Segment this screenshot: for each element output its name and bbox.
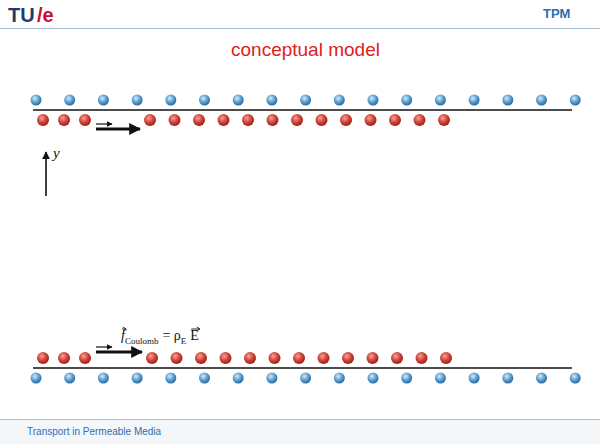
cation xyxy=(58,352,70,364)
anion xyxy=(570,373,581,384)
cation xyxy=(389,114,401,126)
anion xyxy=(401,95,412,106)
cation xyxy=(391,352,403,364)
anion xyxy=(502,373,513,384)
anion xyxy=(368,373,379,384)
top-wall xyxy=(33,109,572,111)
anion xyxy=(199,373,210,384)
cation xyxy=(416,352,428,364)
anion xyxy=(266,95,277,106)
anion xyxy=(98,373,109,384)
anion xyxy=(469,373,480,384)
cation xyxy=(37,352,49,364)
anion xyxy=(31,95,42,106)
anion xyxy=(165,95,176,106)
footer-rule xyxy=(0,419,600,420)
logo-tu: TU xyxy=(8,4,35,26)
header-rule xyxy=(0,28,600,29)
cation xyxy=(267,114,279,126)
cation xyxy=(242,114,254,126)
equals-rho: = ρ xyxy=(162,328,180,343)
anion xyxy=(536,95,547,106)
anion xyxy=(334,95,345,106)
anion xyxy=(266,373,277,384)
anion xyxy=(334,373,345,384)
cation xyxy=(218,114,230,126)
flow-arrows xyxy=(96,124,142,352)
anion xyxy=(64,373,75,384)
force-symbol: f xyxy=(121,328,125,343)
anion xyxy=(233,373,244,384)
header-tag: TPM xyxy=(543,7,570,21)
charge-subscript: E xyxy=(181,336,187,346)
anion xyxy=(435,373,446,384)
anion xyxy=(469,95,480,106)
cation xyxy=(171,352,183,364)
cation xyxy=(244,352,256,364)
ion-rows xyxy=(31,95,581,384)
cation xyxy=(220,352,232,364)
logo-e: /e xyxy=(37,4,54,26)
anion xyxy=(502,95,513,106)
anion xyxy=(98,95,109,106)
cation xyxy=(340,114,352,126)
vector-arrows xyxy=(122,327,200,331)
cation xyxy=(293,352,305,364)
anion xyxy=(165,373,176,384)
anion xyxy=(31,373,42,384)
cation xyxy=(365,114,377,126)
cation xyxy=(291,114,303,126)
cation xyxy=(169,114,181,126)
cation xyxy=(79,352,91,364)
footer-text: Transport in Permeable Media xyxy=(27,426,161,437)
slide-title: conceptual model xyxy=(231,40,380,61)
cation xyxy=(195,352,207,364)
force-subscript: Coulomb xyxy=(125,336,159,346)
bottom-wall xyxy=(33,367,572,369)
cation xyxy=(367,352,379,364)
anion xyxy=(435,95,446,106)
field-symbol: E xyxy=(190,328,199,343)
anion xyxy=(132,373,143,384)
anion xyxy=(536,373,547,384)
cation xyxy=(269,352,281,364)
anion xyxy=(132,95,143,106)
axis-label: y xyxy=(53,145,60,162)
formula: fCoulomb= ρEE xyxy=(121,326,199,346)
anion xyxy=(199,95,210,106)
cation xyxy=(414,114,426,126)
anion xyxy=(300,95,311,106)
cation xyxy=(440,352,452,364)
footer-band xyxy=(0,420,600,444)
anion xyxy=(233,95,244,106)
anion xyxy=(570,95,581,106)
anion xyxy=(300,373,311,384)
y-axis-arrow xyxy=(45,152,47,196)
cation xyxy=(193,114,205,126)
anion xyxy=(64,95,75,106)
cation xyxy=(58,114,70,126)
cation xyxy=(316,114,328,126)
cation xyxy=(144,114,156,126)
cation xyxy=(342,352,354,364)
cation xyxy=(79,114,91,126)
cation xyxy=(37,114,49,126)
anion xyxy=(368,95,379,106)
anion xyxy=(401,373,412,384)
cation xyxy=(438,114,450,126)
cation xyxy=(146,352,158,364)
cation xyxy=(318,352,330,364)
